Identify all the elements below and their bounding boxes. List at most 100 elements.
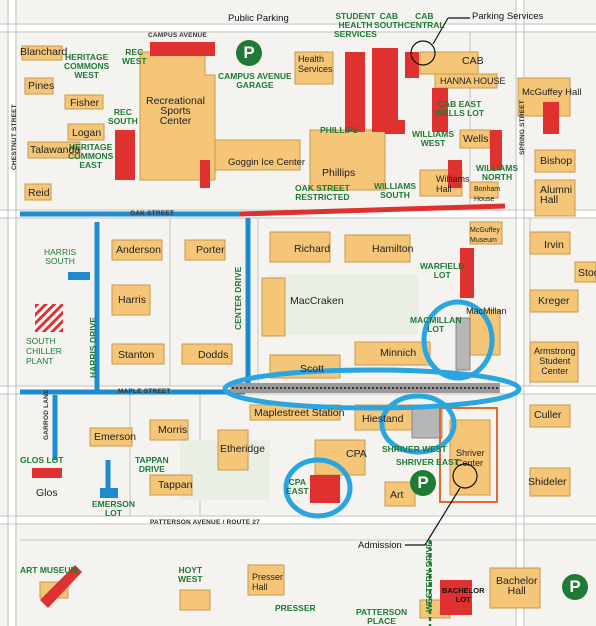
callout-markers — [405, 17, 478, 546]
lot-cab-central: CAB CENTRAL — [404, 11, 445, 30]
bld-talawanda: Talawanda — [30, 144, 81, 156]
lot-hoyt-west: HOYT WEST — [178, 565, 203, 584]
bld-maccracken: MacCraken — [290, 295, 344, 307]
bld-reid: Reid — [28, 187, 50, 199]
callout-public-parking: Public Parking — [228, 13, 289, 24]
bld-stanton: Stanton — [118, 349, 155, 361]
bld-hamilton: Hamilton — [372, 243, 414, 255]
bld-etheridge: Etheridge — [220, 443, 265, 455]
bld-williams-hall: Williams Hall — [436, 174, 470, 194]
blue-roads — [20, 211, 251, 495]
lot-shriver-east: SHRIVER EAST — [396, 457, 459, 467]
bld-stoddard: Stod — [578, 267, 596, 279]
bld-pines: Pines — [28, 80, 55, 92]
lot-harris-south: HARRIS SOUTH — [44, 247, 77, 266]
lot-warfield: WARFIELD LOT — [420, 261, 465, 280]
red-lots — [32, 42, 559, 615]
bld-richard: Richard — [294, 243, 331, 255]
bld-health-services: Health Services — [298, 54, 333, 74]
street-western-drive: WESTERN DRIVE — [424, 541, 434, 612]
lot-campus-avenue-garage: CAMPUS AVENUE GARAGE — [218, 71, 292, 90]
lot-williams-south: WILLIAMS SOUTH — [374, 181, 417, 200]
lot-cab-south: CAB SOUTH — [374, 11, 404, 30]
lot-student-health: STUDENT HEALTH SERVICES — [334, 11, 377, 39]
bld-maplestreet: Maplestreet Station — [254, 407, 345, 419]
street-chestnut: CHESTNUT STREET — [11, 104, 18, 170]
parking-icon-southeast: P — [562, 574, 588, 600]
parking-icon-campus-garage: P — [236, 40, 262, 66]
bld-wells: Wells — [463, 133, 489, 145]
lot-phillips: PHILLIPS — [320, 125, 359, 135]
bld-hiestand: Hiestand — [362, 413, 404, 425]
bld-rec-center: Recreational Sports Center — [146, 95, 205, 127]
bld-dodds: Dodds — [198, 349, 229, 361]
bld-emerson: Emerson — [94, 431, 137, 443]
bld-presser-hall: Presser Hall — [252, 572, 284, 592]
bld-culler: Culler — [534, 409, 562, 421]
bld-fisher: Fisher — [70, 97, 100, 109]
bld-minnich: Minnich — [380, 347, 417, 359]
lot-emerson: EMERSON LOT — [92, 499, 135, 518]
maple-street-dashed — [230, 383, 500, 393]
parking-icon-shriver: P — [410, 470, 436, 496]
bld-harris: Harris — [118, 294, 146, 306]
bld-anderson: Anderson — [116, 244, 161, 256]
street-garrod: GARROD LANE — [43, 389, 50, 440]
bld-hanna-house: HANNA HOUSE — [440, 76, 506, 86]
bld-cpa: CPA — [346, 448, 367, 460]
bld-phillips: Phillips — [322, 167, 356, 179]
lot-heritage-commons-east: HERITAGE COMMONS EAST — [68, 142, 114, 170]
lot-glos: GLOS LOT — [20, 455, 64, 465]
lot-patterson-place: PATTERSON PLACE — [356, 607, 408, 626]
bld-logan: Logan — [72, 127, 102, 139]
bld-south-chiller: SOUTH CHILLER PLANT — [26, 336, 62, 366]
lot-williams-north: WILLIAMS NORTH — [476, 163, 519, 182]
street-harris-drive: HARRIS DRIVE — [88, 317, 98, 378]
callout-admission: Admission — [358, 540, 402, 551]
street-spring: SPRING STREET — [519, 100, 526, 155]
bld-irvin: Irvin — [544, 239, 564, 251]
bld-bonham-house: Bonham House — [474, 186, 501, 203]
lot-heritage-commons-west: HERITAGE COMMONS WEST — [64, 52, 110, 80]
street-center-drive: CENTER DRIVE — [233, 266, 243, 330]
oak-street-restricted-road — [239, 203, 506, 217]
bld-morris: Morris — [158, 424, 188, 436]
street-maple: MAPLE STREET — [118, 388, 171, 395]
bld-macmillan: MacMillan — [466, 306, 507, 316]
bld-tappan: Tappan — [158, 479, 193, 491]
lot-presser: PRESSER — [275, 603, 316, 613]
admission-outline — [439, 407, 498, 503]
bld-shriver: Shriver Center — [456, 448, 485, 468]
bld-bachelor-hall: Bachelor Hall — [496, 575, 538, 597]
callout-parking-services: Parking Services — [472, 11, 544, 22]
south-chiller-plant-shape — [35, 304, 63, 332]
bld-scott: Scott — [300, 363, 324, 375]
lot-williams-west: WILLIAMS WEST — [412, 129, 455, 148]
bld-mcguffey-hall: McGuffey Hall — [522, 87, 582, 98]
bld-porter: Porter — [196, 244, 225, 256]
bld-art: Art — [390, 489, 404, 501]
bld-blanchard: Blanchard — [20, 46, 68, 58]
bld-bishop: Bishop — [540, 155, 573, 167]
bld-shideler: Shideler — [528, 476, 567, 488]
gray-lots — [411, 317, 471, 439]
lot-oak-street-restricted: OAK STREET RESTRICTED — [295, 183, 350, 202]
bld-alumni-hall: Alumni Hall — [540, 184, 573, 206]
street-oak: OAK STREET — [130, 210, 174, 217]
bld-cab: CAB — [462, 55, 484, 67]
highlight-circles — [222, 299, 522, 519]
lot-rec-south: REC SOUTH — [108, 107, 138, 126]
bld-mcguffey-museum: McGuffey Museum — [470, 227, 500, 244]
lot-cab-east-wells: CAB EAST WELLS LOT — [435, 99, 485, 118]
lot-macmillan: MACMILLAN LOT — [410, 315, 462, 334]
lot-tappan-drive: TAPPAN DRIVE — [135, 455, 169, 474]
bld-armstrong: Armstrong Student Center — [534, 346, 576, 376]
lot-shriver-west: SHRIVER WEST — [382, 444, 447, 454]
bld-glos: Glos — [36, 487, 58, 499]
lot-cpa-east: CPA EAST — [286, 477, 309, 496]
street-patterson: PATTERSON AVENUE / ROUTE 27 — [150, 519, 260, 526]
bld-goggin: Goggin Ice Center — [228, 157, 306, 168]
lot-bachelor: BACHELOR LOT — [442, 586, 485, 604]
